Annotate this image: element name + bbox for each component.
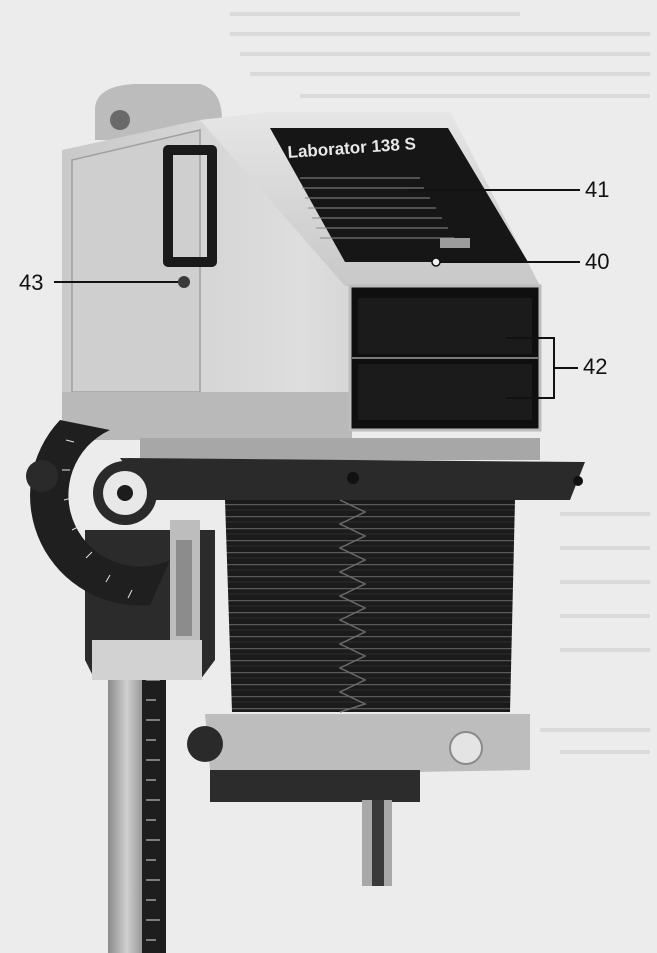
door-lock-screw bbox=[178, 276, 190, 288]
lens-board-dark bbox=[210, 770, 420, 802]
plate-screw-right bbox=[573, 476, 583, 486]
nameplate-table-lines bbox=[300, 177, 454, 239]
bellows-zigzag bbox=[338, 499, 368, 713]
leader-42-bracket bbox=[506, 337, 578, 399]
nameplate-logo-block bbox=[440, 238, 470, 248]
lens-board-knob bbox=[449, 731, 483, 765]
bellows bbox=[225, 500, 515, 712]
tilt-scale-ticks bbox=[62, 439, 133, 599]
focus-shaft-dark bbox=[176, 540, 192, 636]
callout-label-43: 43 bbox=[19, 270, 44, 295]
column-scale-strip bbox=[142, 660, 166, 953]
side-knob bbox=[26, 460, 58, 492]
filter-drawer-lower bbox=[358, 364, 532, 420]
focus-knob-center bbox=[117, 485, 133, 501]
plate-screw-left bbox=[347, 472, 359, 484]
filter-drawer-upper bbox=[358, 298, 532, 354]
carriage-plate bbox=[92, 640, 202, 680]
lamphouse-base-band bbox=[62, 392, 352, 440]
cylinder-knob bbox=[110, 110, 130, 130]
negative-carrier-plate bbox=[140, 438, 540, 460]
carry-handle bbox=[163, 145, 217, 267]
callout-label-40: 40 bbox=[585, 249, 610, 274]
lens-barrel-dark bbox=[372, 800, 384, 886]
lens-focus-knob bbox=[187, 726, 223, 762]
leader-40-dot bbox=[431, 257, 441, 267]
callout-label-41: 41 bbox=[585, 177, 610, 202]
callout-label-42: 42 bbox=[583, 354, 608, 379]
faint-background-text bbox=[230, 12, 650, 754]
tilt-scale-dial bbox=[30, 420, 170, 606]
